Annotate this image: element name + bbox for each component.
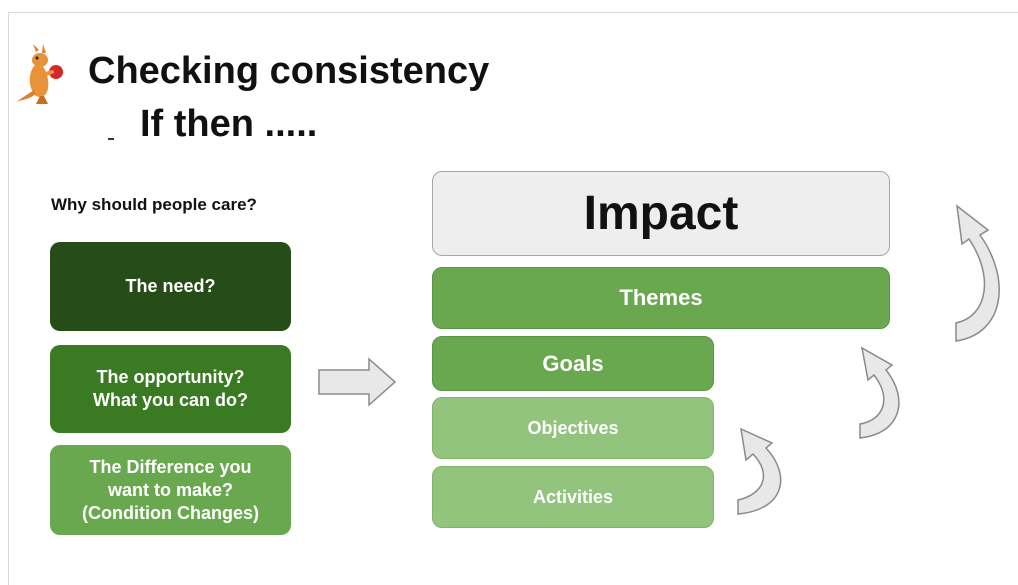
goals-box: Goals: [432, 336, 714, 391]
themes-label: Themes: [619, 285, 703, 310]
need-box: The need?: [50, 242, 291, 331]
opportunity-line-2: What you can do?: [93, 390, 248, 410]
question-label: Why should people care?: [51, 195, 257, 214]
impact-label: Impact: [583, 187, 739, 240]
curved-arrow-small-icon: [737, 427, 782, 515]
goals-label: Goals: [542, 350, 604, 376]
objectives-box: Objectives: [432, 397, 714, 459]
slide-frame: [8, 12, 1018, 585]
curved-arrow-large-icon: [955, 204, 1000, 342]
opportunity-box: The opportunity? What you can do?: [50, 345, 291, 433]
impact-box: Impact: [432, 171, 890, 256]
need-label: The need?: [125, 276, 216, 296]
curved-arrow-medium-icon: [859, 346, 900, 439]
kangaroo-mascot-icon: [16, 44, 63, 104]
difference-line-2: want to make?: [107, 479, 233, 500]
themes-box: Themes: [432, 267, 890, 329]
difference-line-3: (Condition Changes): [82, 502, 259, 523]
activities-label: Activities: [532, 486, 614, 507]
difference-box: The Difference you want to make? (Condit…: [50, 445, 291, 535]
page-title: Checking consistency: [88, 50, 490, 92]
difference-line-1: The Difference you: [89, 456, 252, 477]
bullet-dash: [108, 138, 114, 140]
objectives-label: Objectives: [527, 417, 619, 438]
page-subtitle: If then .....: [140, 103, 318, 145]
right-block-arrow-icon: [318, 357, 397, 407]
opportunity-line-1: The opportunity?: [96, 367, 245, 387]
activities-box: Activities: [432, 466, 714, 528]
